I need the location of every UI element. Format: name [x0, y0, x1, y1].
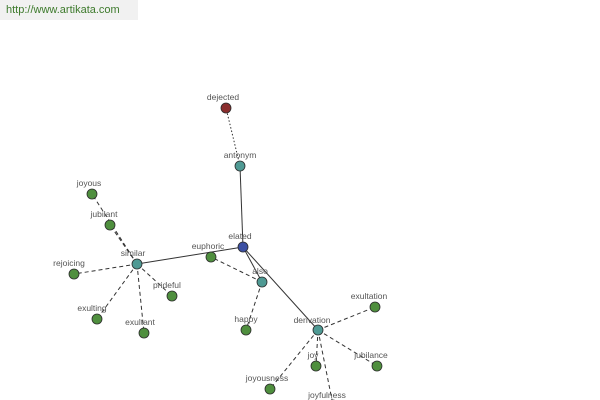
node-label-euphoric: euphoric [192, 241, 225, 251]
node-similar[interactable] [131, 258, 143, 270]
node-label-antonym: antonym [224, 150, 257, 160]
node-rejoicing[interactable] [68, 268, 80, 280]
node-label-also: also [252, 266, 268, 276]
edge-elated-derivation [242, 246, 319, 331]
node-happy[interactable] [240, 324, 252, 336]
node-label-dejected: dejected [207, 92, 239, 102]
watermark-url: http://www.artikata.com [6, 4, 120, 16]
edge-elated-similar [136, 246, 244, 265]
node-antonym[interactable] [234, 160, 246, 172]
edge-also-happy [245, 281, 263, 331]
node-label-exulting: exulting [77, 303, 107, 313]
edge-elated-also [242, 246, 263, 283]
edge-similar-exultant [136, 263, 145, 334]
edge-elated-antonym [239, 165, 244, 248]
edge-similar-exulting [96, 263, 138, 320]
edge-similar-rejoicing [73, 263, 138, 275]
node-elated[interactable] [237, 241, 249, 253]
node-jubilance[interactable] [371, 360, 383, 372]
node-also[interactable] [256, 276, 268, 288]
node-label-jubilant: jubilant [90, 209, 119, 219]
node-label-elated: elated [228, 231, 251, 241]
node-label-exultant: exultant [125, 317, 155, 327]
node-label-jubilance: jubilance [353, 350, 388, 360]
node-joy[interactable] [310, 360, 322, 372]
edge-similar-jubilant [109, 224, 138, 265]
edge-derivation-joyousness [269, 329, 319, 390]
edge-also-euphoric [210, 256, 263, 283]
edge-antonym-dejected [225, 107, 241, 167]
node-exultant[interactable] [138, 327, 150, 339]
nodes-layer [68, 102, 383, 400]
node-euphoric[interactable] [205, 251, 217, 263]
node-label-joyous: joyous [76, 178, 102, 188]
node-label-prideful: prideful [153, 280, 181, 290]
node-exultation[interactable] [369, 301, 381, 313]
edge-derivation-exultation [317, 306, 376, 331]
node-derivation[interactable] [312, 324, 324, 336]
node-label-joyousness: joyousness [245, 373, 289, 383]
node-jubilant[interactable] [104, 219, 116, 231]
node-exulting[interactable] [91, 313, 103, 325]
edge-similar-prideful [136, 263, 173, 297]
node-label-rejoicing: rejoicing [53, 258, 85, 268]
labels-layer: elated antonym dejected similar also derivati… [53, 92, 388, 400]
node-label-derivation: derivation [294, 315, 331, 325]
node-joyousness[interactable] [264, 383, 276, 395]
edge-derivation-joyfulness [317, 329, 333, 400]
edge-derivation-joy [315, 329, 319, 367]
watermark-bar: http://www.artikata.com [0, 0, 138, 20]
node-label-exultation: exultation [351, 291, 388, 301]
node-label-joy: joy [307, 350, 320, 360]
edges-layer [73, 107, 378, 400]
node-label-joyfulness: joyfulness [307, 390, 346, 400]
node-dejected[interactable] [220, 102, 232, 114]
node-label-similar: similar [121, 248, 146, 258]
edge-derivation-jubilance [317, 329, 378, 367]
node-label-happy: happy [234, 314, 258, 324]
node-joyous[interactable] [86, 188, 98, 200]
node-prideful[interactable] [166, 290, 178, 302]
